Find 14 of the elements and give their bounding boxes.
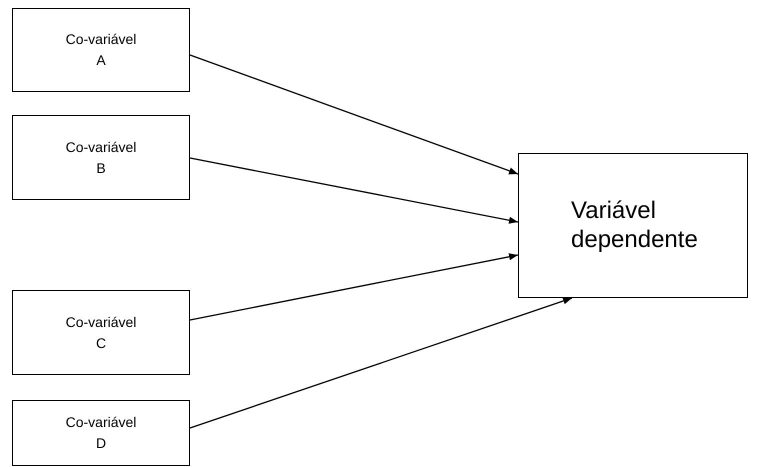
box-label: Co-variável A — [64, 30, 138, 70]
arrow — [190, 54, 518, 175]
arrow — [190, 253, 518, 321]
covariate-box — [12, 8, 190, 92]
box-label: Co-variável B — [64, 138, 138, 178]
covariate-box — [12, 290, 190, 375]
arrow — [190, 157, 518, 224]
dependent-variable-box — [518, 153, 748, 298]
box-label: Variável dependente — [571, 196, 699, 254]
covariate-box — [12, 115, 190, 200]
box-label: Co-variável D — [64, 413, 138, 453]
covariate-box — [12, 400, 190, 466]
arrow — [190, 297, 572, 429]
box-label: Co-variável C — [64, 312, 138, 352]
